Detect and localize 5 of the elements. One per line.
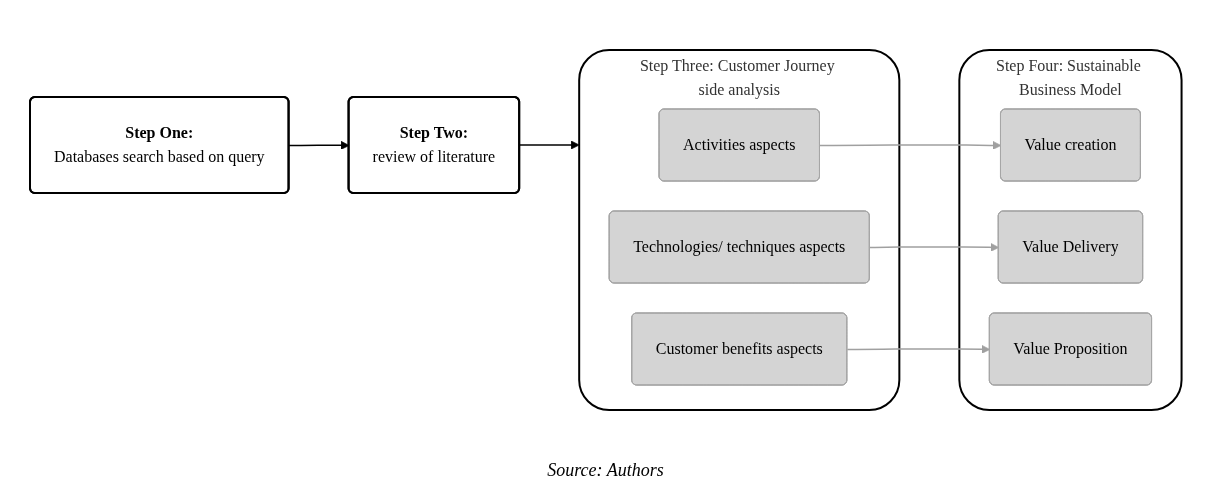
- arrow: [818, 141, 1002, 150]
- arrow: [846, 344, 990, 354]
- caption: Source: Authors: [546, 460, 665, 481]
- arrow: [518, 140, 580, 150]
- arrow: [868, 243, 999, 252]
